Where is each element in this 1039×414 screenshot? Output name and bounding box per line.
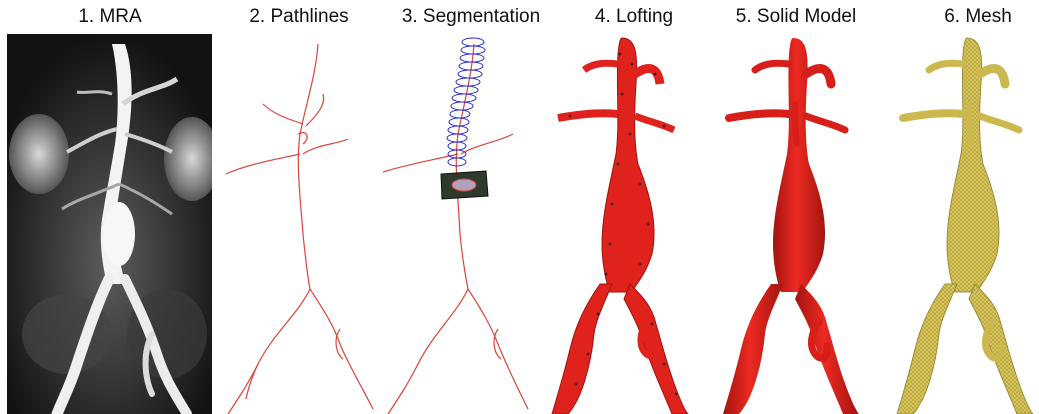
step-label-mra: 1. MRA [78,6,141,28]
step-label-mesh: 6. Mesh [944,6,1012,28]
pathline-curves [226,44,373,414]
solid-model [705,34,875,414]
solid-model-panel [705,34,875,414]
mesh-model [875,34,1039,414]
pathlines-panel [218,34,378,414]
step-label-segmentation: 3. Segmentation [402,6,540,28]
step-label-solid-model: 5. Solid Model [736,6,856,28]
lofting-model [540,34,705,414]
mra-panel [7,34,212,414]
segmentation-panel [378,34,550,414]
segmentation-drawing [378,34,550,414]
mra-image [7,34,212,414]
segmentation-rings [447,38,485,166]
segmentation-plane [441,171,488,199]
lofting-panel [540,34,705,414]
mesh-panel [875,34,1039,414]
step-label-pathlines: 2. Pathlines [249,6,348,28]
step-label-lofting: 4. Lofting [595,6,673,28]
pathlines-drawing [218,34,378,414]
